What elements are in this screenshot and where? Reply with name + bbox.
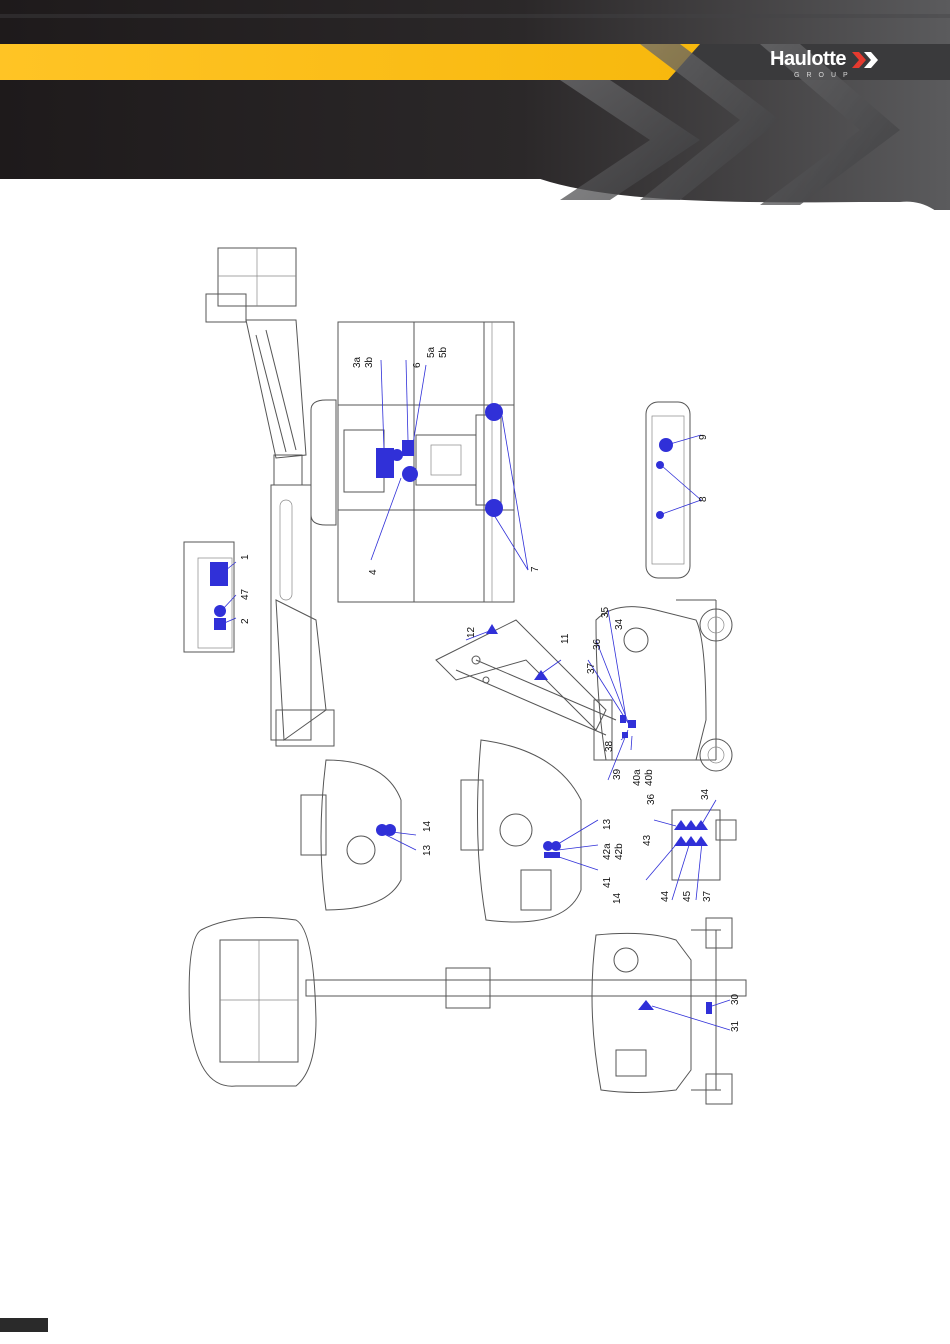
- callout-43: 43: [642, 834, 653, 846]
- header-band: [0, 0, 950, 210]
- view-chassis-perspective-2: [461, 740, 598, 922]
- callout-13a: 13: [422, 844, 433, 856]
- callout-37b: 37: [702, 890, 713, 902]
- yellow-band: [0, 44, 700, 80]
- callout-36: 36: [592, 638, 603, 650]
- view-boom-top: [206, 248, 334, 746]
- view-chassis-top: [646, 402, 701, 578]
- callout-12: 12: [466, 626, 477, 638]
- callout-3a: 3a: [352, 356, 363, 368]
- callout-36b: 36: [646, 793, 657, 805]
- callout-42a: 42a: [602, 843, 613, 860]
- brand-logo: Haulotte GROUP: [760, 44, 890, 84]
- callout-41: 41: [602, 876, 613, 888]
- callout-37: 37: [586, 662, 597, 674]
- callout-4: 4: [368, 569, 379, 575]
- callout-47: 47: [240, 588, 251, 600]
- view-control-box: [184, 542, 236, 652]
- callout-13b: 13: [602, 818, 613, 830]
- callout-5a: 5a: [426, 346, 437, 358]
- technical-drawing: .ln { fill:none; stroke:#555; stroke-wid…: [176, 240, 752, 1106]
- callout-6: 6: [412, 362, 423, 368]
- page-footer-bar: [0, 1318, 48, 1332]
- view-chassis-perspective-1: [301, 760, 416, 910]
- callout-45: 45: [682, 890, 693, 902]
- callout-3b: 3b: [364, 356, 375, 368]
- brand-name: Haulotte: [770, 48, 846, 71]
- callout-14a: 14: [422, 820, 433, 832]
- callout-2: 2: [240, 618, 251, 624]
- logo-chevron-icon: [852, 52, 880, 68]
- callout-7: 7: [530, 566, 541, 572]
- callout-9: 9: [698, 434, 709, 440]
- callout-5b: 5b: [438, 346, 449, 358]
- callout-40a: 40a: [632, 769, 643, 786]
- callout-40b: 40b: [644, 769, 655, 786]
- main-band: [0, 80, 950, 180]
- callout-31: 31: [730, 1020, 741, 1032]
- top-stripe: [0, 0, 950, 44]
- brand-sub: GROUP: [794, 72, 855, 79]
- callout-8: 8: [698, 496, 709, 502]
- callout-34b: 34: [700, 788, 711, 800]
- callout-42b: 42b: [614, 843, 625, 860]
- callout-38: 38: [604, 740, 615, 752]
- callout-14b: 14: [612, 892, 623, 904]
- callout-11: 11: [560, 633, 571, 644]
- callout-1: 1: [240, 554, 251, 560]
- callout-35: 35: [600, 606, 611, 618]
- callout-44: 44: [660, 890, 671, 902]
- callout-39: 39: [612, 768, 623, 780]
- callout-30: 30: [730, 993, 741, 1005]
- view-full-machine: [189, 918, 746, 1104]
- view-detail-plate: [646, 800, 736, 900]
- callout-34: 34: [614, 618, 625, 630]
